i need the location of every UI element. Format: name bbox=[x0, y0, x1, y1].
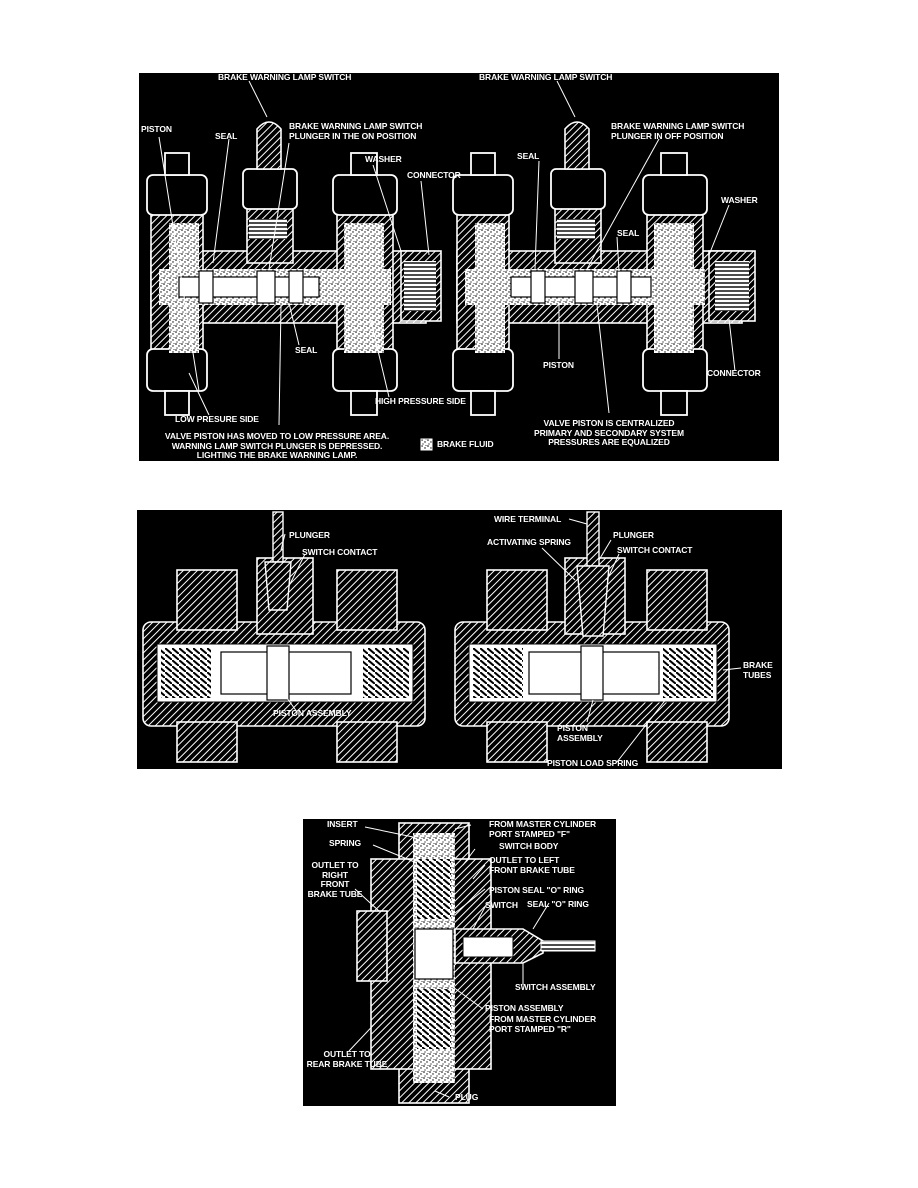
left-leader-lines bbox=[158, 80, 430, 426]
label-spring: SPRING bbox=[329, 838, 361, 848]
label-plunger-right-2: PLUNGER bbox=[613, 530, 654, 540]
valve-diagram-panel-3: INSERT SPRING FROM MASTER CYLINDER PORT … bbox=[303, 819, 616, 1106]
valve-diagram-panel-1: BRAKE WARNING LAMP SWITCH BRAKE WARNING … bbox=[139, 73, 779, 461]
label-outlet-rear: OUTLET TO REAR BRAKE TUBE bbox=[306, 1049, 388, 1069]
caption-right: VALVE PISTON IS CENTRALIZED PRIMARY AND … bbox=[534, 418, 684, 447]
label-activating-spring: ACTIVATING SPRING bbox=[487, 537, 571, 547]
label-plunger-off: BRAKE WARNING LAMP SWITCH PLUNGER IN OFF… bbox=[611, 121, 745, 141]
right-switch-cap bbox=[557, 121, 595, 239]
label-piston-left: PISTON bbox=[141, 124, 172, 134]
caption-left: VALVE PISTON HAS MOVED TO LOW PRESSURE A… bbox=[164, 431, 390, 460]
bore-3 bbox=[413, 833, 455, 1083]
label-from-master-f: FROM MASTER CYLINDER PORT STAMPED "F" bbox=[489, 819, 597, 839]
label-plunger-on: BRAKE WARNING LAMP SWITCH PLUNGER IN THE… bbox=[289, 121, 423, 141]
label-seal-o-ring: SEAL "O" RING bbox=[527, 899, 589, 909]
label-wire-terminal: WIRE TERMINAL bbox=[494, 514, 562, 524]
valve-cross-section-drawing-2 bbox=[142, 511, 742, 763]
label-outlet-right-front: OUTLET TO RIGHT FRONT BRAKE TUBE bbox=[307, 860, 363, 899]
right-bore-2 bbox=[468, 643, 718, 703]
left-plunger-2 bbox=[264, 511, 292, 611]
switch-assembly-3 bbox=[454, 928, 596, 964]
left-leaders-2 bbox=[280, 533, 306, 713]
label-plug: PLUG bbox=[455, 1092, 479, 1102]
label-switch-body: SWITCH BODY bbox=[499, 841, 559, 851]
leaders-3 bbox=[348, 824, 550, 1098]
label-piston-seal-o-ring: PISTON SEAL "O" RING bbox=[489, 885, 585, 895]
label-insert: INSERT bbox=[327, 819, 358, 829]
label-brake-warning-lamp-switch-left: BRAKE WARNING LAMP SWITCH bbox=[218, 73, 352, 82]
legend-brake-fluid: BRAKE FLUID bbox=[437, 439, 494, 449]
left-switch-cap bbox=[249, 121, 287, 239]
label-connector-left: CONNECTOR bbox=[407, 170, 461, 180]
right-plunger-2 bbox=[576, 511, 610, 637]
label-plunger-left-2: PLUNGER bbox=[289, 530, 330, 540]
left-bore-2 bbox=[156, 643, 414, 703]
label-piston-assembly-3: PISTON ASSEMBLY bbox=[485, 1003, 564, 1013]
label-low-pressure-side: LOW PRESURE SIDE bbox=[175, 414, 259, 424]
left-nuts bbox=[146, 152, 398, 416]
label-high-pressure-side: HIGH PRESSURE SIDE bbox=[375, 396, 466, 406]
valve-diagram-panel-2: PLUNGER SWITCH CONTACT PISTON ASSEMBLY W… bbox=[137, 510, 782, 769]
label-seal-top-right: SEAL bbox=[517, 151, 540, 161]
label-outlet-left-front: OUTLET TO LEFT FRONT BRAKE TUBE bbox=[489, 855, 575, 875]
brake-fluid-legend-swatch bbox=[420, 438, 433, 451]
label-switch-contact-left-2: SWITCH CONTACT bbox=[302, 547, 378, 557]
label-piston-right: PISTON bbox=[543, 360, 574, 370]
label-brake-warning-lamp-switch-right: BRAKE WARNING LAMP SWITCH bbox=[479, 73, 613, 82]
label-switch-contact-right-2: SWITCH CONTACT bbox=[617, 545, 693, 555]
label-washer-right: WASHER bbox=[721, 195, 758, 205]
label-switch-assembly: SWITCH ASSEMBLY bbox=[515, 982, 596, 992]
label-brake-tubes: BRAKE TUBES bbox=[743, 660, 773, 680]
label-from-master-r: FROM MASTER CYLINDER PORT STAMPED "R" bbox=[489, 1014, 597, 1034]
right-piston bbox=[510, 270, 652, 304]
valve-cross-section-drawing-1 bbox=[146, 80, 756, 451]
label-piston-assembly-left-2: PISTON ASSEMBLY bbox=[273, 708, 352, 718]
right-leaders-2 bbox=[541, 518, 742, 763]
left-piston bbox=[178, 270, 320, 304]
label-seal-top-left: SEAL bbox=[215, 131, 238, 141]
label-seal-bottom-left: SEAL bbox=[295, 345, 318, 355]
valve-cross-section-drawing-3 bbox=[348, 822, 596, 1104]
label-washer-left: WASHER bbox=[365, 154, 402, 164]
label-seal-mid-right: SEAL bbox=[617, 228, 640, 238]
label-switch: SWITCH bbox=[485, 900, 518, 910]
label-piston-load-spring: PISTON LOAD SPRING bbox=[547, 758, 639, 768]
label-connector-right: CONNECTOR bbox=[707, 368, 761, 378]
right-nuts bbox=[452, 152, 708, 416]
label-piston-assembly-right-2: PISTON ASSEMBLY bbox=[557, 723, 603, 743]
right-leader-lines bbox=[534, 80, 736, 414]
